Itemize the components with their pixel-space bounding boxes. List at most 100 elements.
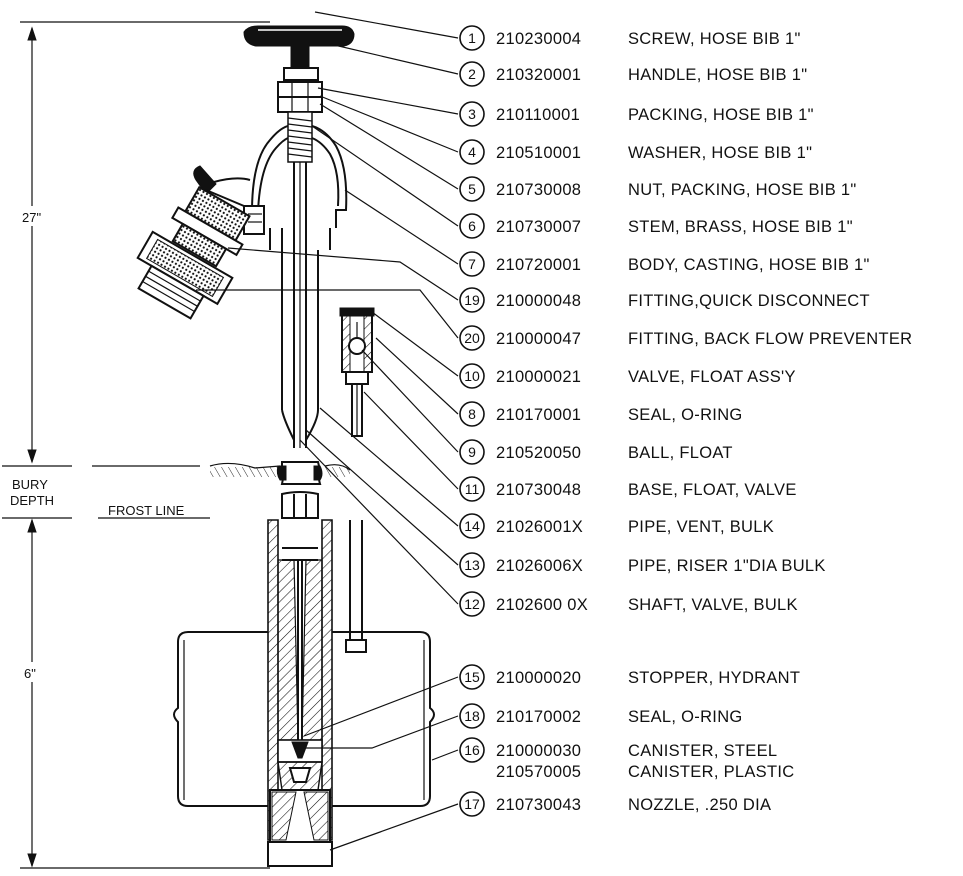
part-description: BODY, CASTING, HOSE BIB 1" [628,256,870,274]
part-catalog-number: 210110001 [496,106,580,124]
part-number: 1 [468,30,476,46]
lower-housing [267,519,333,867]
back-flow-preventer [136,230,234,320]
part-description: STEM, BRASS, HOSE BIB 1" [628,218,853,236]
part-number: 3 [468,106,476,122]
frost-line-label: FROST LINE [108,503,185,518]
part-row: 3 210110001 PACKING, HOSE BIB 1" [459,101,814,127]
part-number-circle [459,513,485,539]
part-catalog-number: 210730043 [496,796,581,814]
part-number-circle [459,401,485,427]
part-description: STOPPER, HYDRANT [628,669,800,687]
part-number-circle [459,476,485,502]
part-description: PIPE, RISER 1"DIA BULK [628,557,826,575]
part-catalog-number: 210520050 [496,444,581,462]
part-number-circle [459,139,485,165]
part-row: 7 210720001 BODY, CASTING, HOSE BIB 1" [459,251,870,277]
part-catalog-number: 21026001X [496,518,583,536]
part-number: 2 [468,66,476,82]
part-catalog-number: 210730008 [496,181,581,199]
part-catalog-number: 210170002 [496,708,581,726]
body-casting [193,125,348,235]
part-catalog-number: 210730007 [496,218,581,236]
part-catalog-number: 210000021 [496,368,581,386]
part-number: 12 [464,596,480,612]
part-description: NOZZLE, .250 DIA [628,796,771,814]
part-description: SEAL, O-RING [628,708,743,726]
part-number: 7 [468,256,476,272]
pipe-break [276,461,323,519]
dimension-bottom: 6" [20,518,270,869]
part-number: 19 [464,292,480,308]
part-number-circle [459,213,485,239]
ground-surface [209,462,351,477]
part-number: 10 [464,368,480,384]
part-number-circle [459,25,485,51]
part-number-circle [459,552,485,578]
top-height-label: 27" [22,210,41,225]
part-number: 14 [464,518,480,534]
part-description: CANISTER, PLASTIC [628,763,794,781]
part-row: 16 210000030 CANISTER, STEEL [459,737,777,763]
part-number-circle [459,251,485,277]
part-number-circle [459,101,485,127]
float-valve-assembly [339,307,375,437]
part-row: 2 210320001 HANDLE, HOSE BIB 1" [459,61,807,87]
part-number-circle [459,61,485,87]
part-description: SHAFT, VALVE, BULK [628,596,798,614]
part-description: VALVE, FLOAT ASS'Y [628,368,796,386]
part-number-circle [459,363,485,389]
part-catalog-number: 210000020 [496,669,581,687]
part-catalog-number: 210720001 [496,256,581,274]
part-number: 18 [464,708,480,724]
part-catalog-number: 210510001 [496,144,581,162]
part-description: SEAL, O-RING [628,406,743,424]
part-description: FITTING, BACK FLOW PREVENTER [628,330,912,348]
part-number-circle [459,325,485,351]
canister [173,631,435,807]
part-description: PIPE, VENT, BULK [628,518,774,536]
part-row: 18 210170002 SEAL, O-RING [459,703,743,729]
part-catalog-number: 210320001 [496,66,581,84]
part-description: FITTING,QUICK DISCONNECT [628,292,870,310]
part-description: CANISTER, STEEL [628,742,777,760]
bury-depth-label: BURY [12,477,48,492]
part-number: 8 [468,406,476,422]
part-description: HANDLE, HOSE BIB 1" [628,66,807,84]
part-number-circle [459,591,485,617]
bury-depth-label-2: DEPTH [10,493,54,508]
leader-lines [196,11,459,851]
part-catalog-number: 210000030 [496,742,581,760]
part-catalog-number: 210230004 [496,30,581,48]
part-description: NUT, PACKING, HOSE BIB 1" [628,181,857,199]
part-number: 11 [465,481,480,497]
part-number-circle [459,176,485,202]
part-number: 16 [464,742,480,758]
part-number-circle [459,737,485,763]
part-description: BASE, FLOAT, VALVE [628,481,797,499]
bury-depth-marker: BURY DEPTH FROST LINE [2,465,210,519]
part-catalog-number: 21026006X [496,557,583,575]
part-catalog-number: 210000047 [496,330,581,348]
part-row: 14 21026001X PIPE, VENT, BULK [459,513,774,539]
dimension-top: 27" [18,21,270,464]
vent-pipe-lower [345,520,367,653]
bottom-height-label: 6" [24,666,36,681]
part-number: 9 [468,444,476,460]
part-catalog-number: 2102600 0X [496,596,588,614]
part-description: PACKING, HOSE BIB 1" [628,106,814,124]
quick-disconnect-fitting [170,185,251,268]
part-row: 10 210000021 VALVE, FLOAT ASS'Y [459,363,796,389]
